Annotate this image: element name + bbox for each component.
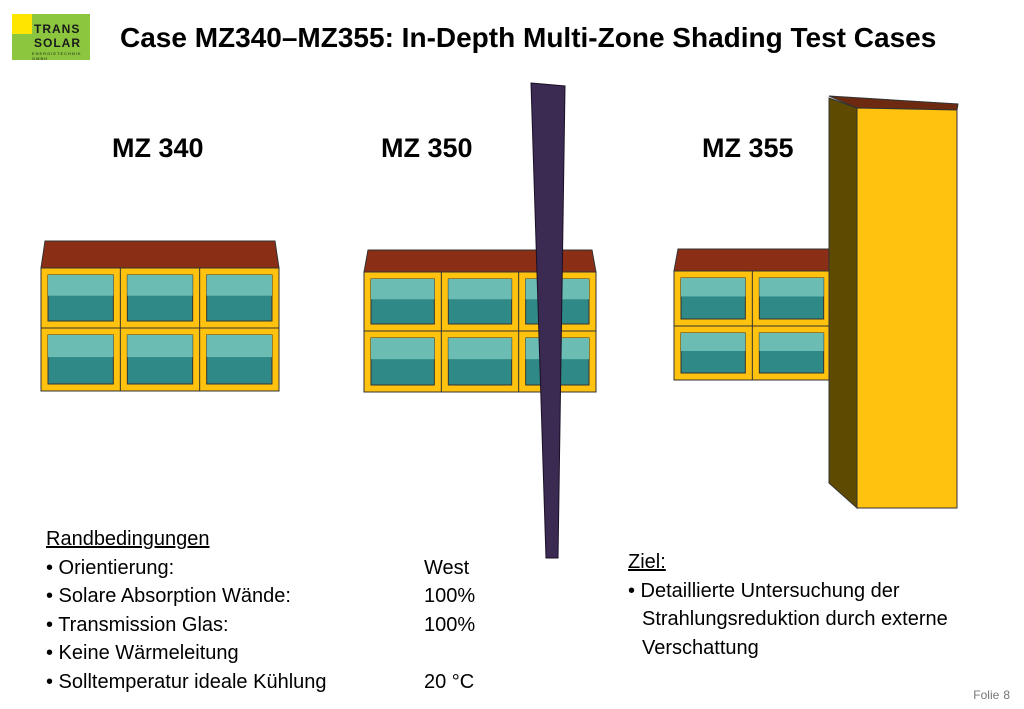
logo-line-3: ENERGIETECHNIK GMBH — [32, 51, 82, 61]
shading-fin-mz350 — [530, 82, 566, 559]
slide-title: Case MZ340–MZ355: In-Depth Multi-Zone Sh… — [120, 22, 937, 53]
condition-row: • Orientierung: West — [46, 554, 506, 583]
slide-number-label: Folie — [973, 688, 1000, 702]
case-label-mz355: MZ 355 — [702, 133, 794, 163]
condition-row: • Keine Wärmeleitung — [46, 639, 506, 668]
goal-section: Ziel: • Detaillierte Untersuchung der St… — [628, 548, 968, 662]
block-front — [856, 107, 958, 509]
logo-yellow-square — [12, 14, 32, 34]
window-glass-highlight — [681, 333, 746, 351]
transsolar-logo: TRANS SOLAR ENERGIETECHNIK GMBH — [12, 14, 90, 61]
logo-line-1: TRANS — [34, 22, 81, 36]
condition-value: West — [424, 556, 470, 579]
logo-line-2: SOLAR — [34, 36, 81, 50]
window-glass-highlight — [206, 275, 272, 296]
goal-heading: Ziel: — [628, 551, 666, 573]
window-glass-highlight — [206, 335, 272, 358]
condition-label: • Solltemperatur ideale Kühlung — [46, 670, 327, 693]
window-glass-highlight — [371, 338, 435, 360]
window-glass-highlight — [48, 275, 114, 296]
window-glass-highlight — [448, 279, 512, 300]
window-glass-highlight — [127, 275, 193, 296]
condition-row: • Solare Absorption Wände: 100% — [46, 582, 506, 611]
shading-block-mz355 — [828, 95, 959, 510]
window-glass-highlight — [371, 279, 435, 300]
case-label-mz350: MZ 350 — [381, 133, 473, 163]
slide-number-value: 8 — [1003, 688, 1010, 702]
block-side — [828, 97, 858, 510]
condition-row: • Transmission Glas: 100% — [46, 611, 506, 640]
condition-label: • Orientierung: — [46, 556, 175, 579]
condition-label: • Solare Absorption Wände: — [46, 585, 291, 607]
boundary-conditions-heading: Randbedingungen — [46, 528, 210, 550]
window-glass-highlight — [759, 333, 824, 351]
roof — [673, 248, 839, 272]
condition-value: 100% — [424, 585, 476, 607]
window-glass-highlight — [48, 335, 114, 358]
building-mz340 — [40, 240, 280, 392]
case-label-mz340: MZ 340 — [112, 133, 204, 163]
window-glass-highlight — [448, 338, 512, 360]
condition-value: 100% — [424, 613, 476, 636]
roof — [40, 240, 280, 269]
condition-label: • Keine Wärmeleitung — [46, 642, 239, 664]
window-glass-highlight — [681, 278, 746, 297]
condition-label: • Transmission Glas: — [46, 613, 229, 636]
condition-value: 20 °C — [424, 670, 475, 693]
window-glass-highlight — [127, 335, 193, 358]
condition-row: • Solltemperatur ideale Kühlung 20 °C — [46, 668, 506, 697]
goal-text: • Detaillierte Untersuchung der Strahlun… — [628, 579, 948, 659]
boundary-conditions: Randbedingungen • Orientierung: West • So… — [46, 525, 506, 696]
window-glass-highlight — [759, 278, 824, 297]
